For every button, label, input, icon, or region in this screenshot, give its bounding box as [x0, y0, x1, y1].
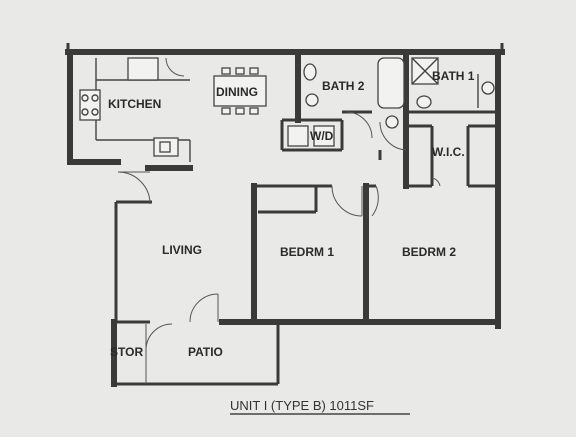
living-label: LIVING [162, 243, 202, 257]
bedrm1-label: BEDRM 1 [280, 245, 334, 259]
doors [117, 111, 441, 384]
kitchen-fixtures [79, 57, 191, 162]
bath1-door-icon [379, 121, 407, 151]
bath1-label: BATH 1 [432, 69, 475, 83]
bath2-sink-icon [305, 93, 319, 107]
bathtub-icon [377, 57, 405, 109]
dryer-icon [313, 125, 335, 147]
stor-door-icon [145, 323, 173, 351]
stor-label: STOR [110, 345, 143, 359]
bedrm1-door-icon [331, 185, 363, 217]
bath2-door-icon [345, 111, 373, 139]
refrigerator-icon [127, 57, 159, 81]
patio-label: PATIO [188, 345, 223, 359]
hall-sink-icon [385, 115, 399, 129]
bath1-toilet-icon [416, 95, 432, 109]
wd-label: W/D [310, 129, 334, 143]
bedrm2-door-icon [371, 185, 379, 217]
wic-door-icon [431, 177, 441, 187]
wic-label: W.I.C. [432, 145, 465, 159]
bedrm2-label: BEDRM 2 [402, 245, 456, 259]
bath1-fixtures [385, 57, 495, 129]
dining-label: DINING [216, 85, 258, 99]
bath2-fixtures [287, 57, 405, 147]
room-labels: KITCHEN DINING BATH 2 BATH 1 W/D W.I.C. … [108, 69, 475, 359]
toilet-icon [303, 63, 317, 81]
bath1-sink-icon [481, 81, 495, 95]
stove-icon [79, 89, 101, 121]
bath2-label: BATH 2 [322, 79, 365, 93]
unit-caption: UNIT I (TYPE B) 1011SF [230, 398, 374, 413]
kitchen-label: KITCHEN [108, 97, 161, 111]
exterior-walls [65, 43, 505, 387]
entry-door-icon [117, 171, 151, 205]
washer-icon [287, 125, 309, 147]
pantry-door-icon [165, 57, 185, 77]
interior-walls [251, 49, 498, 325]
patio-door-icon [189, 293, 219, 323]
dining-table-icon [213, 67, 267, 115]
